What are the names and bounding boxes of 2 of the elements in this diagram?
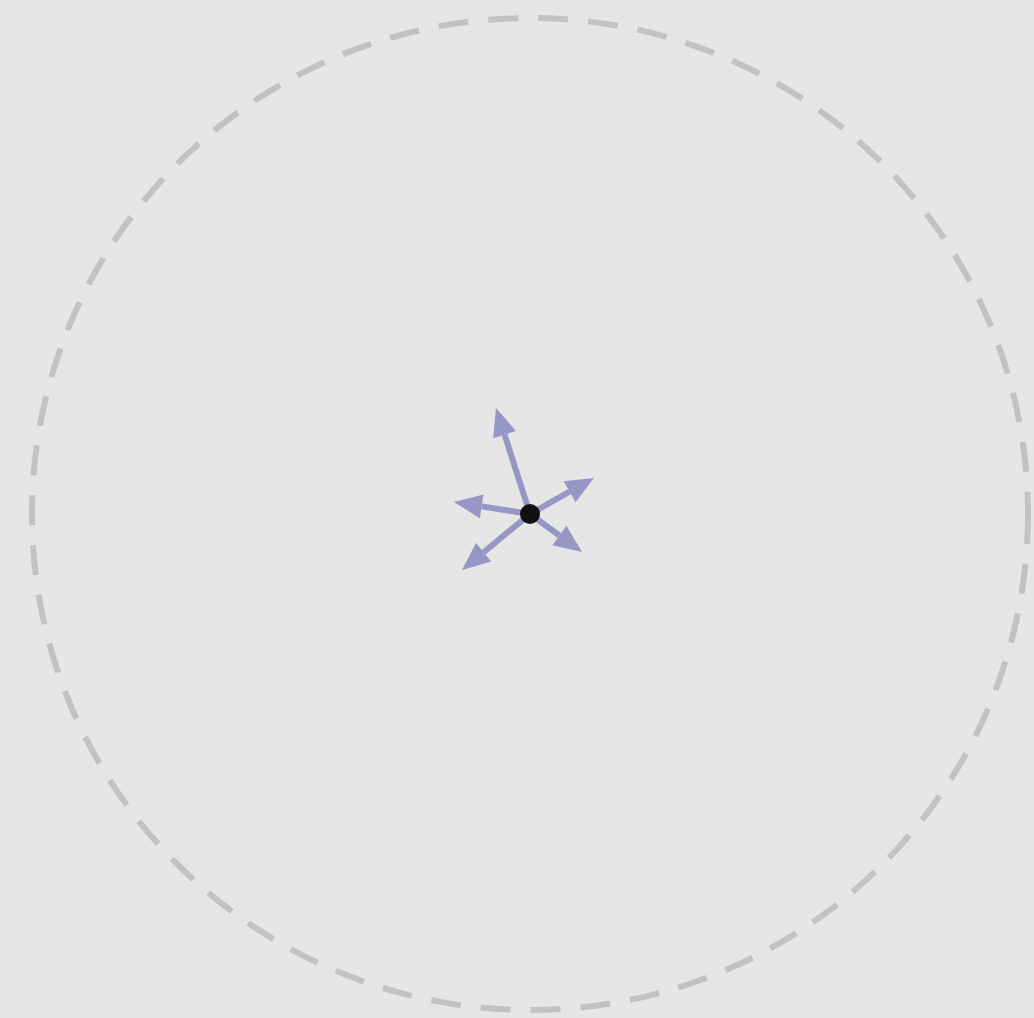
center-dot (520, 504, 540, 524)
dashed-circle (32, 18, 1028, 1010)
